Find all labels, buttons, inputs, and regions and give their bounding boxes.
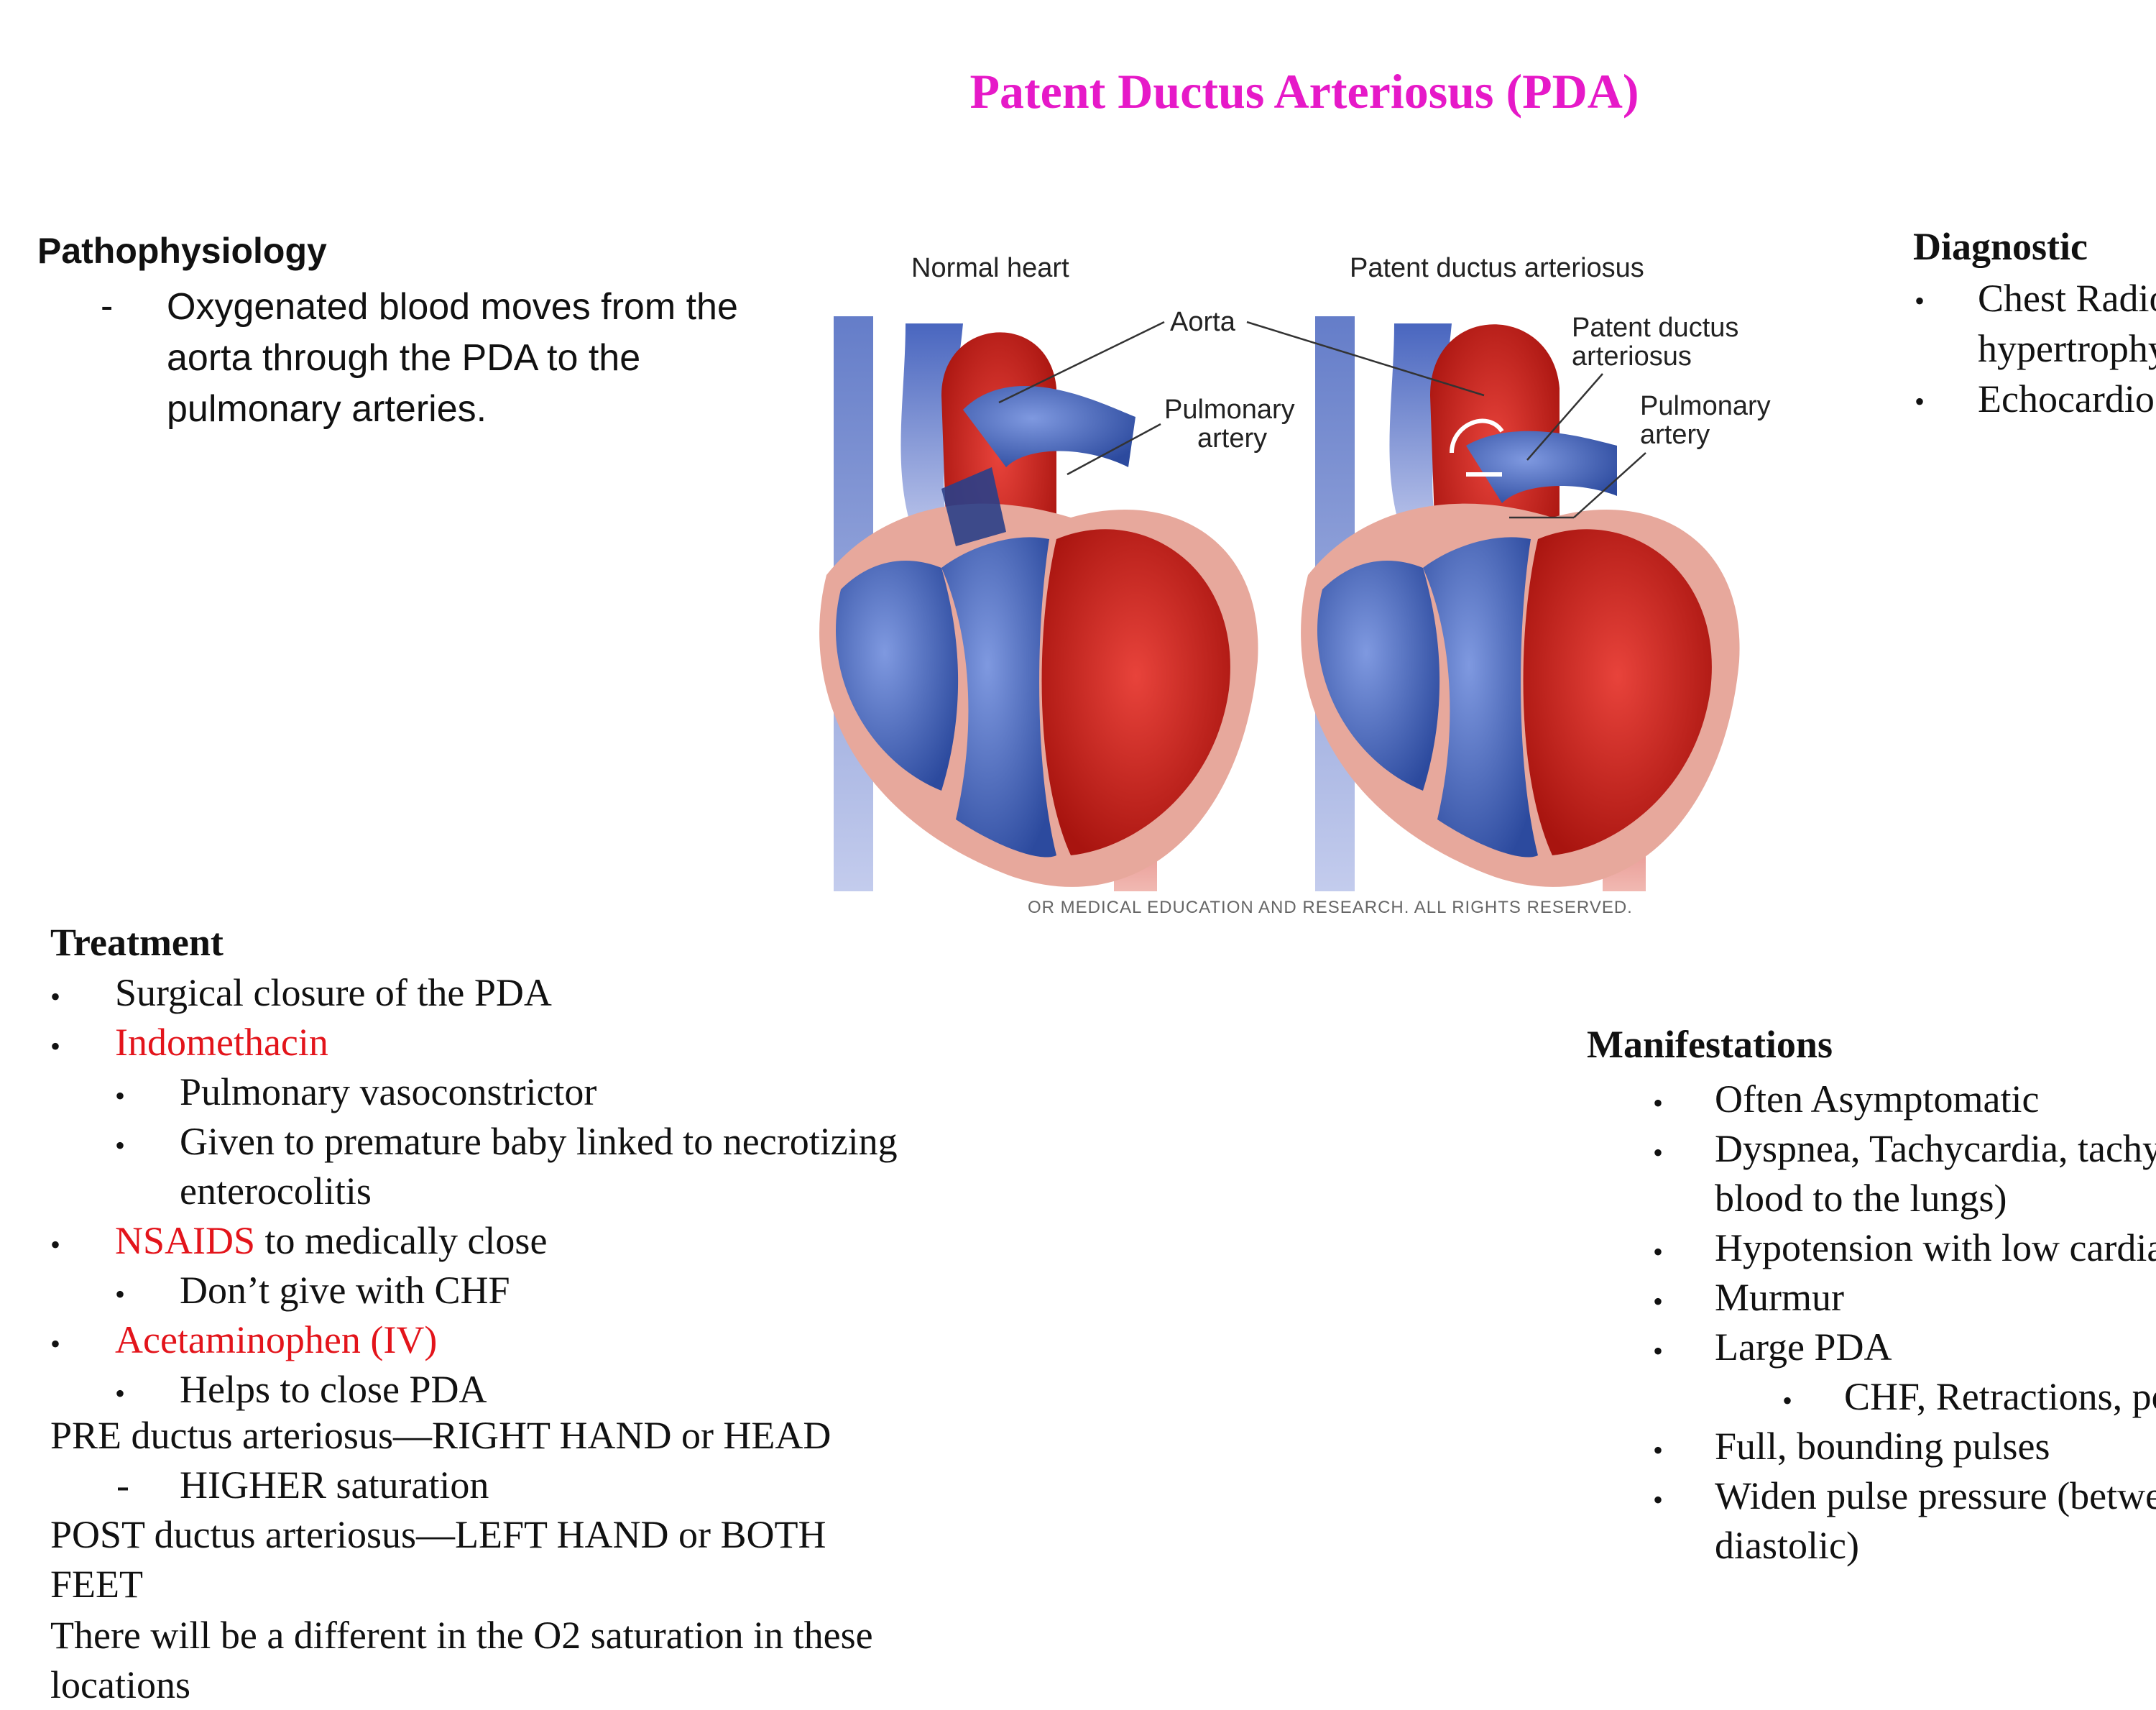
label-pulmonary-1: Pulmonary	[1164, 395, 1295, 425]
post-ductus-line-1: POST ductus arteriosus—LEFT HAND or BOTH	[50, 1513, 826, 1556]
label-pda-1: Patent ductus	[1572, 313, 1738, 343]
treatment-sub-close: Helps to close PDA	[180, 1368, 487, 1411]
treatment-sub-premature: Given to premature baby linked to necrot…	[180, 1120, 898, 1163]
treatment-sub-premature-cont: enterocolitis	[180, 1169, 372, 1213]
treatment-item-acetaminophen: Acetaminophen (IV)	[115, 1318, 438, 1361]
diagnostic-item-1-cont: hypertrophy	[1978, 327, 2156, 370]
patho-line-3: pulmonary arteries.	[167, 388, 487, 430]
manif-item-pulse-pressure-cont: diastolic)	[1715, 1524, 1859, 1567]
bullet: •	[1653, 1136, 1664, 1169]
bullet: •	[1782, 1384, 1793, 1417]
post-ductus-line-2: FEET	[50, 1563, 143, 1606]
manif-item-dyspnea: Dyspnea, Tachycardia, tachypnea (increas…	[1715, 1127, 2156, 1170]
bullet: •	[50, 1328, 61, 1360]
title-wrap: Patent Ductus Arteriosus (PDA)	[0, 0, 2156, 144]
pda-heart	[1301, 316, 1740, 891]
manifestations-list: • Often Asymptomatic • Dyspnea, Tachycar…	[1610, 1064, 2156, 1581]
treatment-heading: Treatment	[50, 921, 224, 964]
bullet: •	[50, 980, 61, 1013]
manif-item-asymptomatic: Often Asymptomatic	[1715, 1077, 2040, 1121]
label-pda-heart: Patent ductus arteriosus	[1350, 253, 1644, 283]
pre-ductus-line: PRE ductus arteriosus—RIGHT HAND or HEAD	[50, 1414, 831, 1457]
patho-line-1: Oxygenated blood moves from the	[167, 286, 738, 328]
nsaids-rest: to medically close	[255, 1219, 548, 1262]
diagnostic-item-1: Chest Radiograph reveals cardiomegaly an…	[1978, 277, 2156, 320]
pathophysiology-text: Oxygenated blood moves from the aorta th…	[167, 282, 814, 435]
label-aorta: Aorta	[1170, 307, 1236, 337]
bullet: •	[1915, 285, 1925, 317]
difference-line-2: locations	[50, 1663, 190, 1706]
bullet: •	[1653, 1484, 1664, 1516]
manif-sub-chf: CHF, Retractions, poor feeding	[1844, 1375, 2156, 1418]
label-artery-1: artery	[1197, 423, 1267, 454]
bullet: •	[1653, 1335, 1664, 1367]
pathophysiology-dash: -	[101, 285, 114, 327]
difference-line-1: There will be a different in the O2 satu…	[50, 1614, 873, 1657]
bullet: •	[1653, 1434, 1664, 1466]
figure-credit: OR MEDICAL EDUCATION AND RESEARCH. ALL R…	[1028, 898, 1633, 917]
bullet: •	[1653, 1087, 1664, 1119]
label-artery-2: artery	[1640, 420, 1710, 450]
manif-item-large-pda: Large PDA	[1715, 1325, 1892, 1369]
normal-heart	[819, 316, 1258, 891]
heart-diagram: Normal heart Patent ductus arteriosus Ao…	[819, 253, 1771, 917]
treatment-item-indomethacin: Indomethacin	[115, 1021, 328, 1064]
pathophysiology-heading: Pathophysiology	[37, 231, 327, 271]
bullet: •	[1915, 385, 1925, 418]
bullet: •	[115, 1278, 126, 1310]
diagnostic-item-2: Echocardiogram	[1978, 377, 2156, 420]
nsaids-label: NSAIDS	[115, 1219, 256, 1262]
bullet: •	[1653, 1236, 1664, 1268]
bullet: •	[115, 1129, 126, 1162]
treatment-sub-vasoconstrictor: Pulmonary vasoconstrictor	[180, 1070, 597, 1113]
diagnostic-list: • Chest Radiograph reveals cardiomegaly …	[1897, 266, 2156, 424]
treatment-sub-chf: Don’t give with CHF	[180, 1269, 510, 1312]
manif-item-murmur: Murmur	[1715, 1276, 1844, 1319]
patho-line-2: aorta through the PDA to the	[167, 337, 641, 379]
manifestations-heading: Manifestations	[1587, 1023, 1833, 1066]
manif-item-dyspnea-cont: blood to the lungs)	[1715, 1177, 2007, 1220]
manif-item-pulse-pressure: Widen pulse pressure (between systolic a…	[1715, 1474, 2156, 1517]
label-pda-2: arteriosus	[1572, 341, 1692, 372]
bullet: •	[115, 1377, 126, 1410]
diagnostic-heading: Diagnostic	[1913, 225, 2088, 268]
treatment-item-nsaids: NSAIDS to medically close	[115, 1215, 547, 1266]
manif-item-hypotension: Hypotension with low cardiac output	[1715, 1226, 2156, 1269]
bullet: •	[115, 1080, 126, 1112]
treatment-item-surgical: Surgical closure of the PDA	[115, 971, 552, 1014]
page-title: Patent Ductus Arteriosus (PDA)	[969, 64, 1639, 119]
pre-dash: -	[116, 1463, 129, 1507]
manif-item-pulses: Full, bounding pulses	[1715, 1425, 2050, 1468]
bullet: •	[50, 1228, 61, 1261]
pre-sub-higher: HIGHER saturation	[180, 1463, 489, 1507]
label-normal-heart: Normal heart	[911, 253, 1069, 283]
bullet: •	[50, 1030, 61, 1062]
label-pulmonary-2: Pulmonary	[1640, 391, 1771, 421]
bullet: •	[1653, 1285, 1664, 1318]
